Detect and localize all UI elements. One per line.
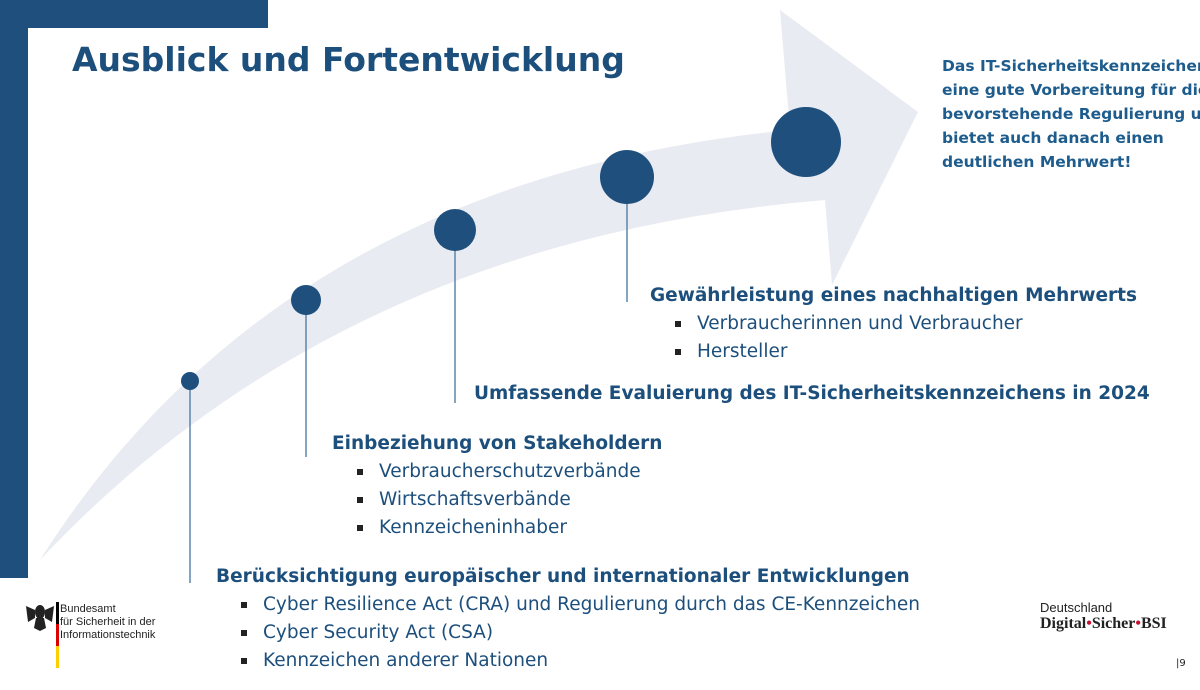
frame-left-bar xyxy=(0,0,28,578)
eagle-icon xyxy=(26,605,54,631)
campaign-brand: Deutschland Digital•Sicher•BSI xyxy=(1040,600,1167,633)
callout-line: bevorstehende Regulierung und xyxy=(942,105,1200,123)
callout-line: bietet auch danach einen xyxy=(942,129,1164,147)
list-item: Wirtschaftsverbände xyxy=(357,486,662,514)
brand-dot-icon: • xyxy=(1135,615,1141,632)
list-item: Kennzeicheninhaber xyxy=(357,514,662,542)
milestone-block-4: Gewährleistung eines nachhaltigen Mehrwe… xyxy=(650,282,1137,366)
list-item: Hersteller xyxy=(675,338,1137,366)
milestone-list: Cyber Resilience Act (CRA) und Regulieru… xyxy=(216,591,920,675)
bullet-icon xyxy=(241,630,247,636)
milestone-list: Verbraucherschutzverbände Wirtschaftsver… xyxy=(332,458,662,542)
bsi-eagle-logo xyxy=(26,602,59,668)
brand-slogan: Digital•Sicher•BSI xyxy=(1040,615,1167,632)
bullet-icon xyxy=(357,525,363,531)
callout-line: eine gute Vorbereitung für die xyxy=(942,81,1200,99)
milestone-heading: Berücksichtigung europäischer und intern… xyxy=(216,566,910,587)
page-number: |9 xyxy=(1176,658,1186,669)
milestone-block-2: Einbeziehung von Stakeholdern Verbrauche… xyxy=(332,430,662,542)
flag-stripe-red xyxy=(56,624,59,646)
callout-line: deutlichen Mehrwert! xyxy=(942,153,1132,171)
callout-line: Das IT-Sicherheitskennzeichen xyxy=(942,57,1200,75)
list-item: Cyber Security Act (CSA) xyxy=(241,619,920,647)
bsi-logo-text: Bundesamt für Sicherheit in der Informat… xyxy=(60,603,156,641)
milestone-heading: Gewährleistung eines nachhaltigen Mehrwe… xyxy=(650,285,1138,306)
milestone-dot-2 xyxy=(291,285,321,315)
milestone-list: Verbraucherinnen und Verbraucher Herstel… xyxy=(650,310,1137,366)
list-item: Kennzeichen anderer Nationen xyxy=(241,647,920,675)
frame-top-bar xyxy=(0,0,268,28)
conclusion-callout: Das IT-Sicherheitskennzeichen eine gute … xyxy=(942,54,1200,174)
curved-arrow xyxy=(40,10,918,560)
milestone-block-1: Berücksichtigung europäischer und intern… xyxy=(216,563,920,675)
slide-title: Ausblick und Fortentwicklung xyxy=(72,40,625,79)
bullet-icon xyxy=(357,469,363,475)
bullet-icon xyxy=(675,321,681,327)
list-item: Cyber Resilience Act (CRA) und Regulieru… xyxy=(241,591,920,619)
milestone-dot-5 xyxy=(771,107,841,177)
flag-stripe-black xyxy=(56,602,59,624)
list-item: Verbraucherinnen und Verbraucher xyxy=(675,310,1137,338)
milestone-heading: Einbeziehung von Stakeholdern xyxy=(332,433,663,454)
milestone-heading: Umfassende Evaluierung des IT-Sicherheit… xyxy=(474,383,1150,404)
brand-country: Deutschland xyxy=(1040,600,1113,615)
milestone-dot-3 xyxy=(434,209,476,251)
bullet-icon xyxy=(357,497,363,503)
milestone-dot-4 xyxy=(600,150,654,204)
bullet-icon xyxy=(241,602,247,608)
bullet-icon xyxy=(675,349,681,355)
list-item: Verbraucherschutzverbände xyxy=(357,458,662,486)
flag-stripe-gold xyxy=(56,646,59,668)
bullet-icon xyxy=(241,658,247,664)
brand-dot-icon: • xyxy=(1086,615,1092,632)
milestone-dot-1 xyxy=(181,372,199,390)
milestone-block-3: Umfassende Evaluierung des IT-Sicherheit… xyxy=(474,380,1150,408)
